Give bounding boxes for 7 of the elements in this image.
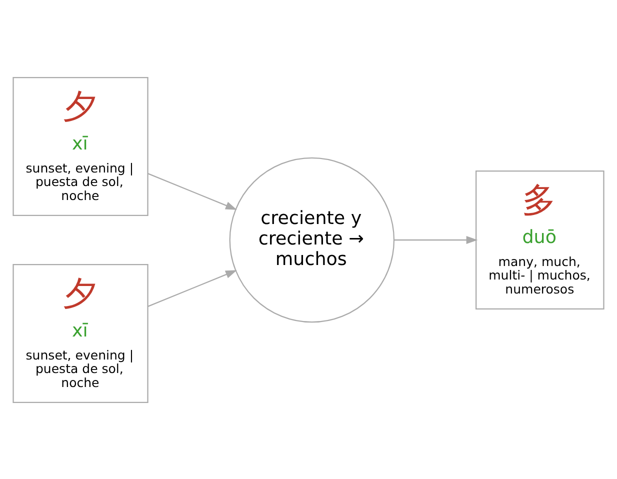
node-box: 多 duō many, much, multi- | muchos, numerosos: [476, 170, 604, 310]
arrow: [148, 270, 237, 306]
node-box: 夕 xī sunset, evening | puesta de sol, noche: [12, 76, 148, 216]
arrow: [394, 236, 478, 244]
node-circle: creciente y creciente → muchos: [229, 156, 395, 322]
arrow: [148, 172, 237, 210]
node-box: 夕 xī sunset, evening | puesta de sol, noche: [12, 263, 148, 402]
